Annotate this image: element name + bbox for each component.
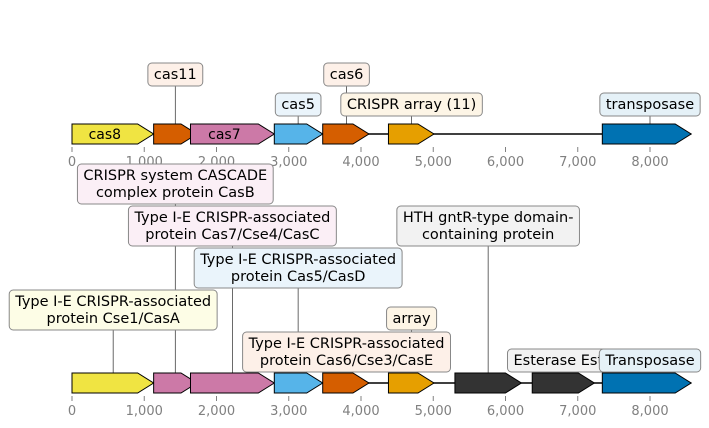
bottom-tick-label: 4,000 [342, 404, 379, 419]
top-tick-label: 5,000 [415, 155, 452, 170]
top-gene-label: cas7 [208, 127, 240, 143]
bottom-callout-text: Transposase [604, 353, 694, 369]
top-callout-text: transposase [606, 97, 694, 113]
bottom-callout-box [386, 306, 438, 331]
top-gene-arrow [153, 123, 198, 145]
bottom-callout-text: containing protein [422, 227, 554, 243]
bottom-callout-text: Type I-E CRISPR-associated [199, 252, 396, 268]
top-gene-label: cas8 [89, 127, 121, 143]
bottom-gene-arrow [601, 372, 693, 394]
top-callout-box [147, 62, 204, 87]
top-gene-arrow [273, 123, 324, 145]
bottom-callout-text: protein Cse1/CasA [47, 311, 180, 327]
bottom-callout-text: Esterase EstB [513, 353, 613, 369]
top-callout-box [274, 92, 322, 117]
bottom-gene-arrow [454, 372, 523, 394]
bottom-callout-text: protein Cas5/CasD [231, 269, 366, 285]
bottom-tick-label: 2,000 [198, 404, 235, 419]
top-callout-box [340, 92, 483, 117]
bottom-gene-arrow [189, 372, 276, 394]
bottom-tick-label: 3,000 [270, 404, 307, 419]
top-callout-box [323, 62, 370, 87]
top-gene-track: cas8 cas7 cas11 cas6 cas5 CRISPR array (11) tr… [68, 62, 701, 170]
bottom-callout-text: complex protein CasB [96, 185, 255, 201]
top-gene-arrow [601, 123, 693, 145]
bottom-callout-text: Type I-E CRISPR-associated [14, 294, 211, 310]
bottom-tick-label: 5,000 [415, 404, 452, 419]
top-gene-arrow [71, 123, 155, 145]
bottom-gene-arrow [387, 372, 435, 394]
top-gene-arrow [322, 123, 370, 145]
bottom-callout-box [8, 289, 218, 331]
bottom-callout-box [598, 348, 702, 373]
bottom-gene-arrow [71, 372, 155, 394]
bottom-callout-box [76, 163, 274, 205]
top-tick-label: 3,000 [270, 155, 307, 170]
bottom-gene-arrow [273, 372, 324, 394]
bottom-gene-arrow [153, 372, 198, 394]
top-callout-text: cas6 [330, 67, 364, 83]
bottom-callout-text: array [393, 311, 431, 327]
top-gene-arrow [387, 123, 435, 145]
bottom-callout-box [396, 205, 580, 247]
top-tick-label: 4,000 [342, 155, 379, 170]
bottom-gene-arrow [322, 372, 370, 394]
top-tick-label: 0 [68, 155, 76, 170]
bottom-tick-label: 6,000 [487, 404, 524, 419]
bottom-callout-text: HTH gntR-type domain- [403, 210, 574, 226]
bottom-tick-label: 1,000 [126, 404, 163, 419]
bottom-callout-text: protein Cas7/Cse4/CasC [145, 227, 319, 243]
top-callout-text: cas11 [154, 67, 197, 83]
bottom-callout-box [127, 205, 337, 247]
top-gene-arrow [189, 123, 276, 145]
top-tick-label: 8,000 [631, 155, 668, 170]
bottom-callout-text: Type I-E CRISPR-associated [248, 336, 445, 352]
bottom-gene-arrow [531, 372, 596, 394]
bottom-callout-text: Type I-E CRISPR-associated [133, 210, 330, 226]
bottom-tick-label: 8,000 [631, 404, 668, 419]
bottom-callout-text: protein Cas6/Cse3/CasE [260, 353, 433, 369]
bottom-callout-text: CRISPR system CASCADE [83, 168, 267, 184]
top-tick-label: 6,000 [487, 155, 524, 170]
bottom-callout-box [193, 247, 403, 289]
bottom-callout-box [242, 331, 452, 373]
top-callout-text: cas5 [281, 97, 315, 113]
top-tick-label: 7,000 [559, 155, 596, 170]
top-callout-text: CRISPR array (11) [347, 97, 477, 113]
top-callout-box [599, 92, 701, 117]
bottom-tick-label: 7,000 [559, 404, 596, 419]
bottom-tick-label: 0 [68, 404, 76, 419]
